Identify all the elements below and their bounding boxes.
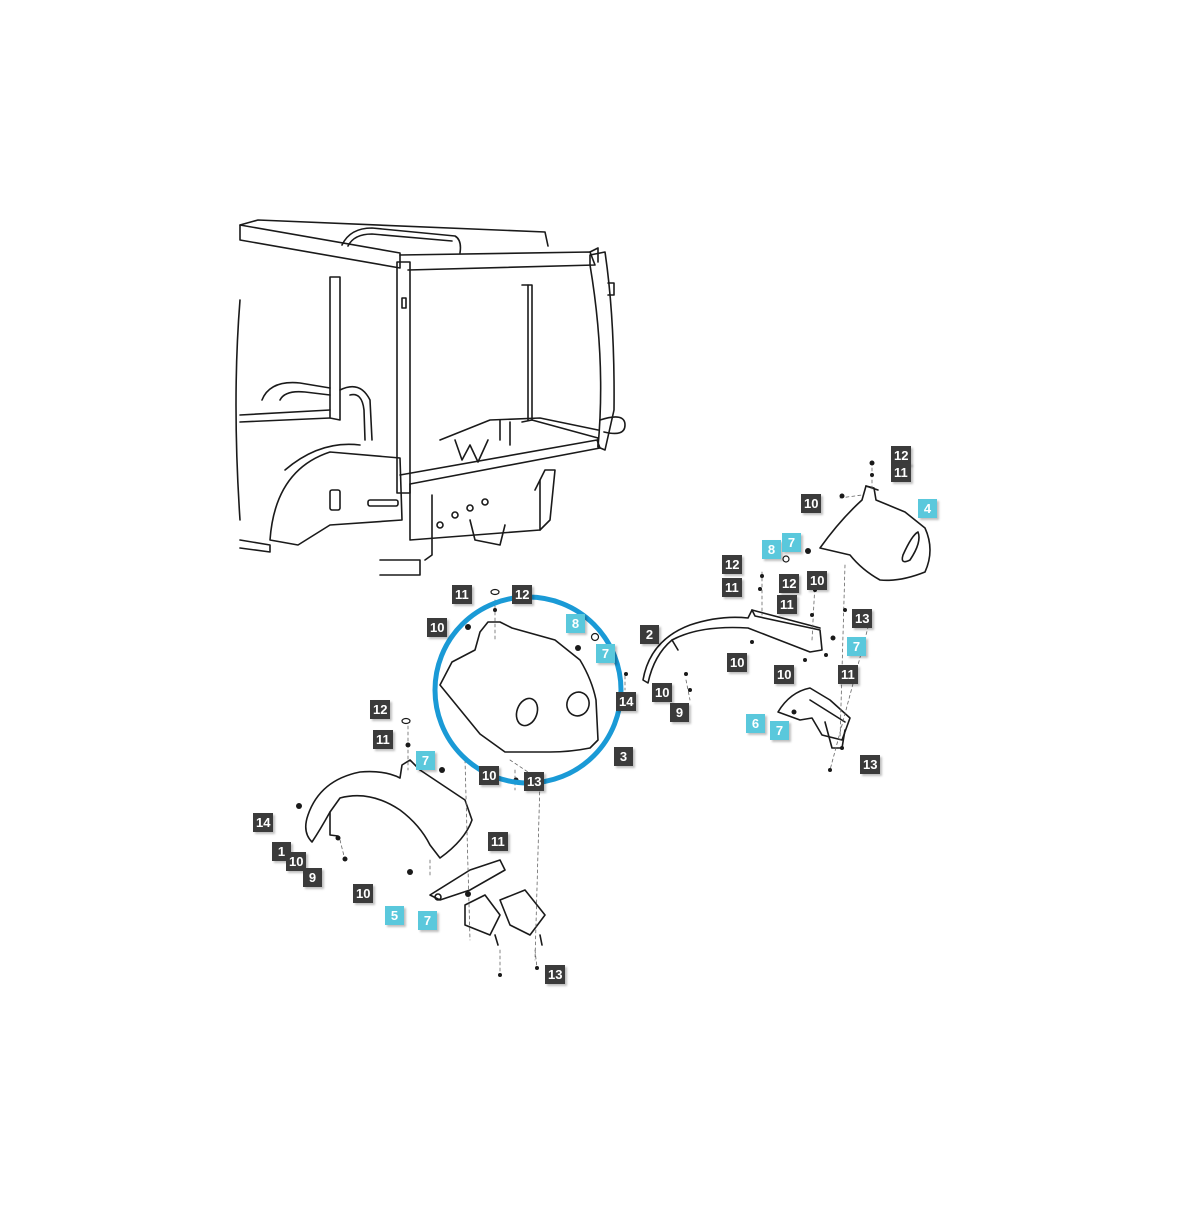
part-number-label: 8 [762, 540, 781, 559]
part-1-fender [304, 759, 473, 859]
part-number-label: 12 [722, 555, 743, 574]
part-number-label: 14 [616, 692, 637, 711]
part-4-fender-cover [819, 485, 931, 582]
part-number-label: 13 [545, 965, 566, 984]
part-2-fender-arch [642, 609, 823, 684]
part-6-step-bracket [777, 687, 851, 749]
part-number-label: 11 [452, 585, 472, 604]
part-number-label: 13 [852, 609, 873, 628]
part-number-label: 14 [253, 813, 274, 832]
part-number-label: 4 [918, 499, 937, 518]
part-number-label: 9 [670, 703, 689, 722]
part-number-label: 10 [353, 884, 374, 903]
cab-frame [235, 219, 626, 576]
part-number-label: 12 [512, 585, 533, 604]
washers [401, 555, 790, 725]
part-number-label: 10 [427, 618, 448, 637]
part-number-label: 11 [891, 463, 911, 482]
part-number-label: 11 [838, 665, 858, 684]
part-number-label: 12 [779, 574, 800, 593]
part-number-label: 5 [385, 906, 404, 925]
part-number-label: 7 [418, 911, 437, 930]
part-number-label: 13 [860, 755, 881, 774]
part-number-label: 7 [416, 751, 435, 770]
part-number-label: 7 [770, 721, 789, 740]
part-number-label: 8 [566, 614, 585, 633]
part-number-label: 10 [801, 494, 822, 513]
part-number-label: 12 [370, 700, 391, 719]
part-number-label: 6 [746, 714, 765, 733]
part-number-label: 10 [727, 653, 748, 672]
part-number-label: 10 [774, 665, 795, 684]
part-number-label: 7 [782, 533, 801, 552]
part-number-label: 2 [640, 625, 659, 644]
part-number-label: 12 [891, 446, 912, 465]
part-number-label: 11 [722, 578, 742, 597]
part-number-label: 11 [777, 595, 797, 614]
part-number-label: 10 [286, 852, 307, 871]
part-3-cover [439, 621, 599, 753]
part-number-label: 10 [652, 683, 673, 702]
part-5-step-bracket [429, 859, 546, 946]
part-number-label: 10 [479, 766, 500, 785]
part-number-label: 13 [524, 772, 545, 791]
part-number-label: 3 [614, 747, 633, 766]
part-number-label: 11 [488, 832, 508, 851]
part-number-label: 7 [596, 644, 615, 663]
part-number-label: 11 [373, 730, 393, 749]
part-number-label: 9 [303, 868, 322, 887]
fasteners [296, 460, 875, 977]
part-number-label: 7 [847, 637, 866, 656]
part-number-label: 10 [807, 571, 828, 590]
